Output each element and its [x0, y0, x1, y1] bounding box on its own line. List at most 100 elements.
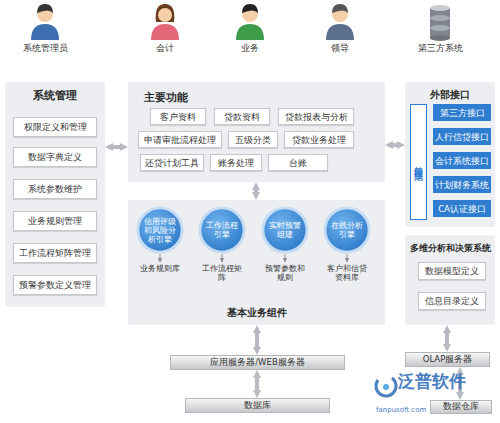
double-arrow: [390, 143, 400, 147]
engine-circle: 工作流程引擎: [198, 206, 246, 254]
node-text: 业务规则管理: [28, 216, 82, 226]
person-head: [242, 6, 258, 22]
double-arrow: [255, 330, 259, 350]
server-bar: 数据仓库: [430, 400, 492, 414]
database-icon: [430, 5, 450, 41]
function-box: 贷款报表与分析: [278, 108, 354, 125]
person-head: [37, 6, 53, 22]
node-text: 工作流程引擎: [204, 221, 240, 239]
function-box: 还贷计划工具: [140, 154, 204, 171]
library-label: 工作流程矩阵: [200, 264, 244, 282]
node-text: 权限定义和管理: [24, 122, 87, 132]
logo-icon: [376, 378, 396, 396]
node-text: 外部接口连接池: [413, 159, 425, 166]
role-label: 会计: [140, 43, 190, 53]
node-text: 计划财务系统: [435, 180, 489, 190]
double-arrow: [445, 330, 449, 347]
library-label: 业务规则库: [138, 264, 182, 273]
function-box: 权限定义和管理: [13, 117, 97, 137]
panel-heading: 系统管理: [5, 88, 105, 103]
interface-box: 会计系统接口: [433, 152, 491, 169]
function-box: 信息目录定义: [418, 292, 486, 310]
business-icon: [236, 4, 264, 40]
node-text: 五级分类: [235, 135, 271, 145]
function-box: 数据模型定义: [418, 262, 486, 280]
group-panel: 系统管理权限定义和管理数据字典定义系统参数维护业务规则管理工作流程矩阵管理预警参…: [5, 82, 105, 307]
library-label: 预警参数和规则: [263, 264, 307, 282]
accountant-icon: [151, 4, 179, 40]
connection-pool-band: 外部接口连接池: [410, 104, 427, 220]
node-text: 贷款业务处理: [292, 135, 346, 145]
role-label: 领导: [315, 43, 365, 53]
person-body: [31, 24, 59, 40]
double-arrow: [254, 187, 258, 195]
group-panel: 主要功能客户资料 贷款资料 贷款报表与分析申请审批流程处理 五级分类 贷款业务处理还贷计…: [128, 82, 385, 182]
function-box: 申请审批流程处理: [138, 131, 222, 148]
node-text: 人行信贷接口: [435, 132, 489, 142]
node-text: 实时预警组建: [267, 221, 303, 239]
node-text: 还贷计划工具: [145, 158, 199, 168]
function-box: 贷款资料: [214, 108, 270, 125]
function-box: 贷款业务处理: [284, 131, 354, 148]
person-body: [151, 24, 179, 40]
engine-circle: 实时预警组建: [261, 206, 309, 254]
node-text: 贷款资料: [224, 112, 260, 122]
function-box: 五级分类: [228, 131, 278, 148]
server-bar: 应用服务器/WEB服务器: [170, 355, 345, 370]
panel-heading: 基本业务组件: [128, 306, 385, 320]
function-box: 业务规则管理: [13, 211, 97, 231]
interface-box: 第三方接口: [433, 104, 491, 121]
logo-dot: [383, 384, 389, 390]
person-body: [236, 24, 264, 40]
node-text: 信用评级和风险分析引擎: [142, 217, 178, 244]
person-hair: [37, 4, 53, 13]
cylinder-ring: [430, 15, 450, 21]
circle-shape: [138, 208, 182, 252]
circle-shape: [263, 208, 307, 252]
double-arrow: [255, 375, 259, 393]
role-label: 业务: [225, 43, 275, 53]
node-text: 台账: [289, 158, 307, 168]
node-text: 第三方接口: [440, 108, 485, 118]
person-hair: [332, 4, 348, 13]
interface-box: 计划财务系统: [433, 176, 491, 193]
node-text: 信息目录定义: [425, 296, 479, 306]
cylinder-top: [430, 5, 450, 11]
watermark-text: 泛普软件: [398, 372, 493, 392]
node-text: 账务处理: [218, 158, 254, 168]
node-text: OLAP服务器: [423, 354, 473, 366]
node-text: 应用服务器/WEB服务器: [210, 357, 304, 369]
function-box: 预警参数定义管理: [13, 275, 97, 295]
node-text: 客户资料: [160, 112, 196, 122]
function-box: 账务处理: [210, 154, 262, 171]
logo-swirl: [376, 378, 396, 396]
cylinder-base: [430, 35, 450, 41]
node-text: 数据字典定义: [28, 152, 82, 162]
node-text: 数据仓库: [443, 401, 479, 413]
group-panel: 基本业务组件 信用评级和风险分析引擎 工作流程引擎 实时预警组建 在线分析引擎: [128, 200, 385, 325]
role-label: 系统管理员: [15, 43, 75, 53]
person-body: [326, 24, 354, 40]
cylinder-ring: [430, 25, 450, 31]
server-bar: OLAP服务器: [405, 352, 490, 367]
role-label: 第三方系统: [410, 43, 470, 53]
panel-heading: 外部接口: [405, 88, 495, 102]
function-box: 工作流程矩阵管理: [13, 243, 97, 263]
node-text: 预警参数定义管理: [19, 280, 91, 290]
engine-circle: 信用评级和风险分析引擎: [136, 206, 184, 254]
interface-box: CA认证接口: [433, 200, 491, 217]
circle-shape: [325, 208, 369, 252]
node-text: 在线分析引擎: [329, 221, 365, 239]
panel-heading: 多维分析和决策系统: [405, 243, 495, 255]
panel-heading: 主要功能: [144, 90, 188, 105]
leader-icon: [326, 4, 354, 40]
server-bar: 数据库: [185, 398, 330, 413]
circle-shape: [200, 208, 244, 252]
node-text: 数据模型定义: [425, 266, 479, 276]
admin-icon: [31, 4, 59, 40]
node-text: 数据库: [244, 400, 271, 412]
node-text: 贷款报表与分析: [285, 112, 348, 122]
function-box: 数据字典定义: [13, 147, 97, 167]
person-head: [158, 8, 172, 22]
